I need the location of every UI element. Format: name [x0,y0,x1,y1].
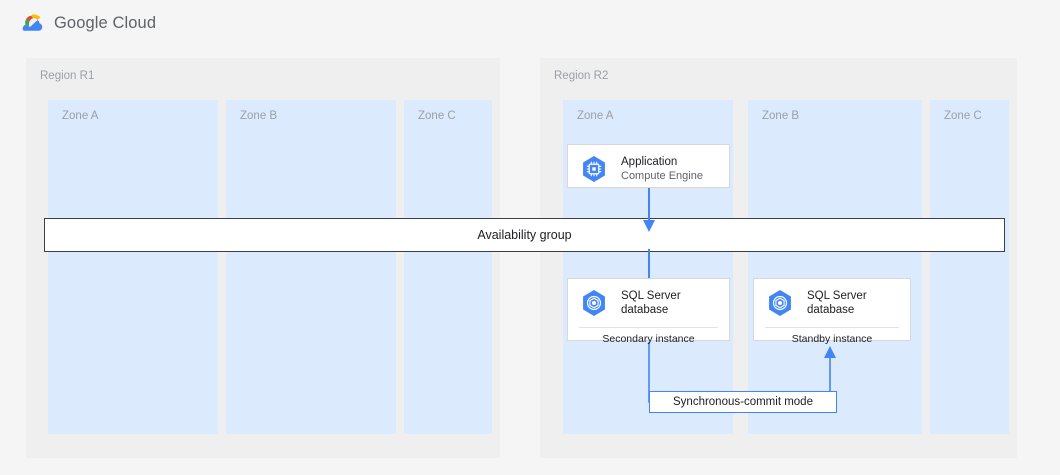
application-card-title: Application [621,156,678,168]
sql-standby-card-main: SQL Server database [754,279,910,327]
application-card-text: Application Compute Engine [621,155,703,183]
sql-standby-card-title-line1: SQL Server [807,290,867,302]
synchronous-commit-mode-box: Synchronous-commit mode [649,391,837,413]
region-r2-zone-c-label: Zone C [944,110,982,122]
region-r2-zone-b: Zone B [748,100,922,434]
compute-engine-icon [583,156,605,182]
synchronous-commit-mode-label: Synchronous-commit mode [673,396,813,408]
google-cloud-wordmark: Google Cloud [54,13,157,32]
node-card-application[interactable]: Application Compute Engine [567,144,730,188]
application-card-subtitle: Compute Engine [621,170,703,182]
sql-standby-card-text: SQL Server database [807,289,867,317]
node-card-sql-standby[interactable]: SQL Server database Standby instance [753,278,911,345]
sql-secondary-card-main: SQL Server database [568,279,729,327]
region-r1-zone-a-label: Zone A [62,110,99,122]
availability-group-label: Availability group [477,228,572,242]
connector-application-to-availability-group [643,186,655,232]
region-r2-zone-c: Zone C [930,100,1009,434]
availability-group-bar: Availability group [44,218,1005,252]
sql-secondary-card-text: SQL Server database [621,289,681,317]
page-header: Google Cloud [0,0,1060,46]
sql-secondary-card-title-line1: SQL Server [621,290,681,302]
region-r2-zone-b-label: Zone B [762,110,800,122]
sql-server-database-icon [583,290,605,316]
diagram-canvas: Region R1 Zone A Zone B Zone C Region R2… [0,46,1060,475]
region-r1-label: Region R1 [40,70,95,82]
sql-secondary-card-footer: Secondary instance [579,327,718,351]
region-r1-zone-b-label: Zone B [240,110,278,122]
region-r1-zone-c: Zone C [404,100,492,434]
sql-standby-card-footer: Standby instance [765,327,899,351]
region-r1-zone-c-label: Zone C [418,110,456,122]
sql-server-database-icon [769,290,791,316]
region-r1-zone-b: Zone B [226,100,396,434]
google-cloud-logo-icon [22,14,43,31]
region-r2-label: Region R2 [554,70,609,82]
application-card-main: Application Compute Engine [568,145,729,193]
node-card-sql-secondary[interactable]: SQL Server database Secondary instance [567,278,730,345]
sql-standby-card-title-line2: database [807,304,855,316]
sql-secondary-card-title-line2: database [621,304,669,316]
region-r2-zone-a-label: Zone A [577,110,614,122]
region-r1-zone-a: Zone A [48,100,218,434]
